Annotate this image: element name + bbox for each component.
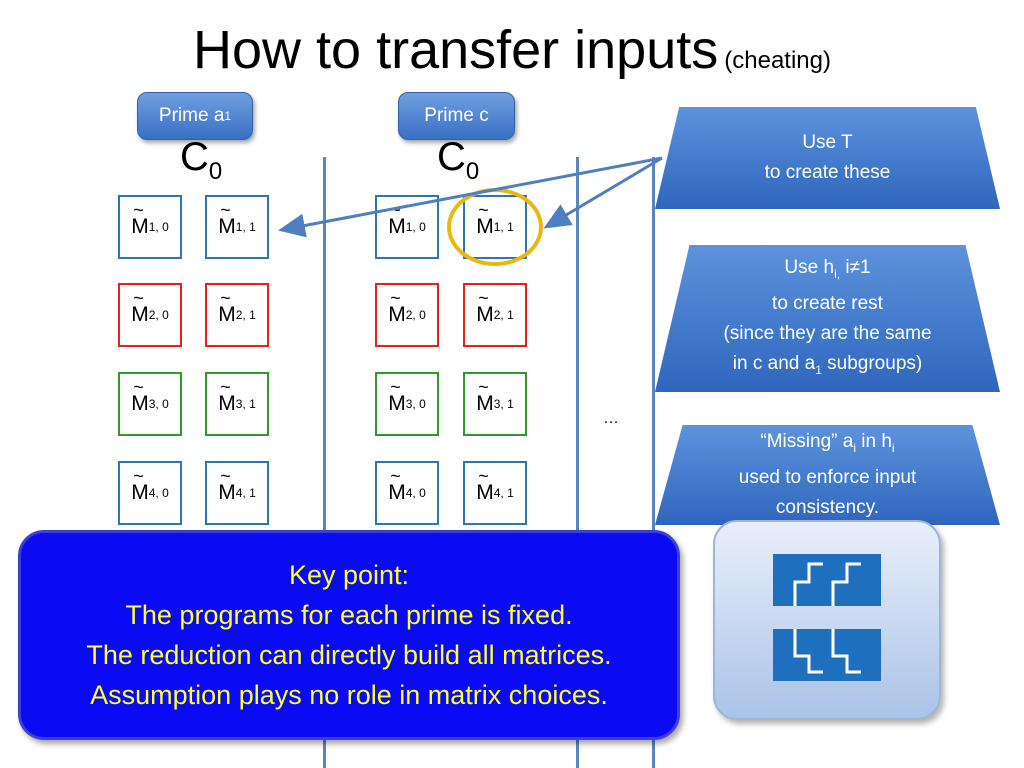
callout-use-h: Use hi, i≠1 to create rest (since they a… (655, 245, 1000, 392)
callout-line: (since they are the same (723, 322, 932, 344)
callout-missing: “Missing” ai in hi used to enforce input… (655, 425, 1000, 525)
callout-use-t: Use T to create these (655, 107, 1000, 209)
prime-a1-subscript: 1 (224, 109, 232, 123)
arrow-to-right-matrix (543, 156, 663, 229)
block-top (773, 554, 881, 606)
matrix-cell: M1, 1 (205, 195, 269, 259)
key-point-line: The programs for each prime is fixed. (125, 600, 573, 630)
text: Use h (784, 256, 835, 278)
key-point-line: The reduction can directly build all mat… (86, 640, 612, 670)
matrix-cell: M4, 1 (463, 461, 527, 525)
c-letter: C (180, 135, 209, 179)
key-point-line: Assumption plays no role in matrix choic… (90, 680, 608, 710)
matrix-cell: M3, 1 (463, 372, 527, 436)
matrix-index: 3, 1 (493, 397, 514, 411)
title-text: How to transfer inputs (193, 20, 719, 80)
matrix-cell: M1, 0 (375, 195, 439, 259)
subscript: i, (834, 266, 841, 281)
c0-label-right: C0 (437, 135, 479, 186)
divider-1 (323, 157, 326, 768)
matrix-cell: M4, 1 (205, 461, 269, 525)
matrix-index: 1, 1 (235, 220, 256, 234)
matrix-index: 2, 1 (235, 308, 256, 322)
matrix-cell: M3, 0 (118, 372, 182, 436)
matrix-cell: M1, 0 (118, 195, 182, 259)
callout-line: consistency. (775, 496, 880, 518)
c0-label-left: C0 (180, 135, 222, 186)
text: subgroups) (821, 352, 923, 374)
callout-line: Use hi, i≠1 (655, 253, 1000, 289)
c-subscript: 0 (208, 158, 223, 185)
matrix-index: 2, 0 (405, 308, 426, 322)
matrix-picture-box (713, 520, 941, 720)
matrix-index: 2, 1 (493, 308, 514, 322)
key-point-line: Key point: (288, 560, 410, 590)
matrix-index: 1, 0 (405, 220, 426, 234)
matrix-index: 4, 0 (405, 486, 426, 500)
text: i≠1 (840, 256, 871, 278)
matrix-cell: M4, 0 (118, 461, 182, 525)
matrix-cell: M2, 0 (118, 283, 182, 347)
matrix-index: 1, 0 (148, 220, 169, 234)
matrix-cell: M4, 0 (375, 461, 439, 525)
matrix-index: 2, 0 (148, 308, 169, 322)
subscript: i (891, 440, 895, 455)
callout-line: in c and a1 subgroups) (655, 349, 1000, 385)
callout-line: Use T (802, 132, 853, 153)
block-bottom (773, 629, 881, 681)
text: in c and a (732, 352, 816, 374)
callout-line: used to enforce input (738, 466, 917, 488)
callout-line: to create these (764, 162, 891, 183)
matrix-index: 4, 1 (493, 486, 514, 500)
matrix-index: 3, 1 (235, 397, 256, 411)
prime-a1-label: Prime a (158, 105, 225, 126)
title-suffix: (cheating) (724, 47, 831, 74)
text: in h (855, 431, 892, 453)
slide-title: How to transfer inputs(cheating) (0, 18, 1024, 93)
prime-c-label: Prime c (424, 105, 489, 126)
text: “Missing” a (760, 431, 854, 453)
c-subscript: 0 (465, 158, 480, 185)
matrix-cell: M2, 1 (205, 283, 269, 347)
callout-line: to create rest (772, 292, 883, 314)
c-letter: C (437, 135, 466, 179)
matrix-cell: M3, 1 (205, 372, 269, 436)
arrow-to-left-matrix (278, 156, 663, 238)
matrix-cell: M2, 1 (463, 283, 527, 347)
matrix-index: 3, 0 (405, 397, 426, 411)
prime-c-button[interactable]: Prime c (398, 92, 515, 140)
matrix-cell: M3, 0 (375, 372, 439, 436)
path-top-left (793, 562, 823, 606)
callout-line: “Missing” ai in hi (655, 427, 1000, 463)
divider-3 (652, 157, 655, 768)
ellipsis: … (603, 410, 619, 427)
path-bottom-right (831, 629, 861, 674)
matrix-cell: M2, 0 (375, 283, 439, 347)
path-top-right (831, 562, 861, 606)
matrix-index: 3, 0 (148, 397, 169, 411)
subscript: i (853, 440, 856, 455)
block-pattern-icon (773, 554, 881, 681)
divider-2 (576, 157, 579, 768)
subscript: 1 (815, 362, 822, 377)
matrix-index: 4, 1 (235, 486, 256, 500)
key-point-box: Key point: The programs for each prime i… (18, 530, 680, 740)
matrix-index: 4, 0 (148, 486, 169, 500)
path-bottom-left (793, 629, 823, 674)
